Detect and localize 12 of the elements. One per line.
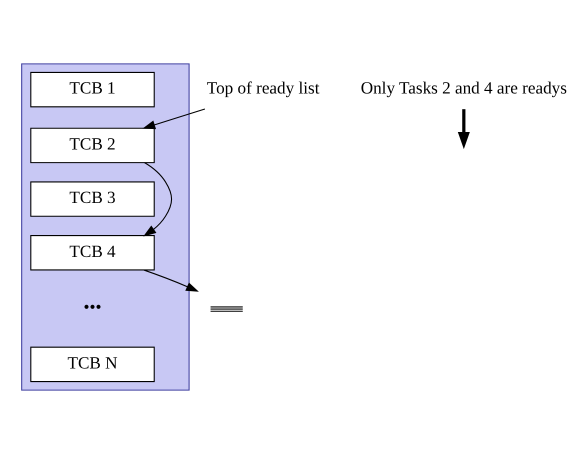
arrow bbox=[142, 108, 206, 130]
arrow bbox=[458, 109, 470, 150]
node-text: Only Tasks 2 and 4 are readys bbox=[360, 78, 567, 98]
arrow bbox=[144, 270, 199, 292]
node-box: TCB 4 bbox=[30, 235, 155, 270]
node-box: TCB 3 bbox=[30, 181, 155, 217]
node-text: Top of ready list bbox=[206, 78, 320, 98]
node-box: TCB 2 bbox=[30, 128, 155, 164]
node-box: TCB N bbox=[30, 346, 155, 382]
node-text: ••• bbox=[83, 298, 102, 317]
node-box: TCB 1 bbox=[30, 72, 155, 108]
arrow bbox=[143, 162, 172, 236]
